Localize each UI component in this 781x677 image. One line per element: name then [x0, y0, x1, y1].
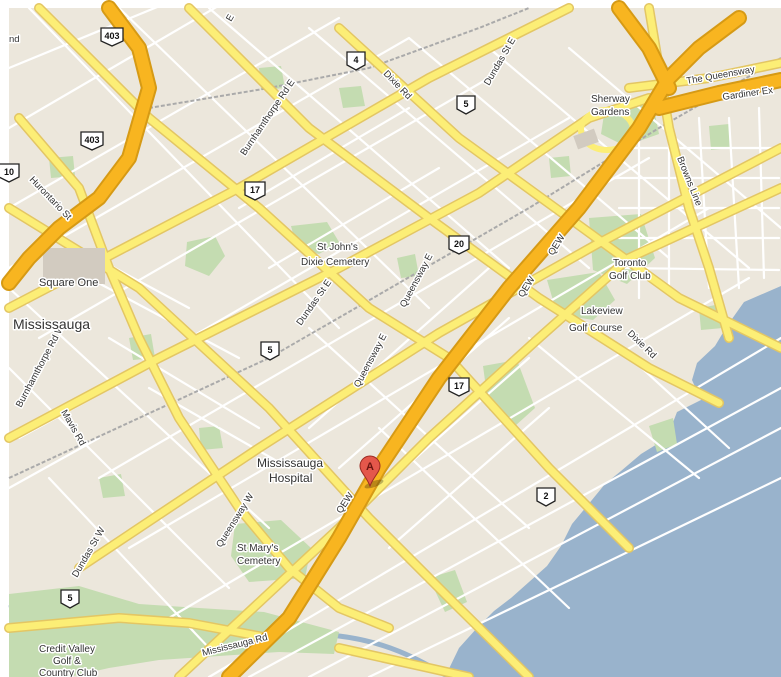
shield-10-partial[interactable]: 10: [0, 163, 20, 183]
place-hospital-1: Mississauga: [257, 456, 323, 470]
shield-17-mid[interactable]: 17: [448, 377, 470, 397]
place-sherway-1: Sherway: [591, 94, 630, 105]
place-toronto-golf-1: Toronto: [613, 258, 647, 269]
shield-4[interactable]: 4: [346, 51, 366, 71]
local-streets: [7, 0, 781, 677]
place-credit-valley-2: Golf &: [53, 656, 81, 667]
place-st-johns-2: Dixie Cemetery: [301, 257, 369, 268]
shield-5-top-label: 5: [463, 99, 468, 109]
place-labels: Mississauga Square One St John's Dixie C…: [12, 93, 653, 677]
place-credit-valley-1: Credit Valley: [39, 644, 95, 655]
shield-5-bottom[interactable]: 5: [60, 589, 80, 609]
shield-2[interactable]: 2: [536, 487, 556, 507]
marker-letter: A: [366, 461, 374, 473]
place-st-johns-1: St John's: [317, 242, 358, 253]
shield-20[interactable]: 20: [448, 235, 470, 255]
place-hospital-2: Hospital: [269, 471, 312, 485]
road-label-edge-left: nd: [9, 34, 20, 45]
shield-10-label: 10: [4, 167, 14, 177]
place-st-marys-1: St Mary's: [237, 543, 278, 554]
shield-5-bottom-label: 5: [67, 593, 72, 603]
highways: [3, 2, 781, 677]
shield-17-top[interactable]: 17: [244, 181, 266, 201]
place-square-one: Square One: [39, 277, 98, 289]
place-lakeview-2: Golf Course: [569, 323, 623, 334]
shield-5-mid[interactable]: 5: [260, 341, 280, 361]
square-one-building: [43, 248, 105, 284]
shield-4-label: 4: [353, 55, 358, 65]
shield-5-mid-label: 5: [267, 345, 272, 355]
shield-403-mid[interactable]: 403: [80, 131, 104, 151]
place-credit-valley-3: Country Club: [39, 668, 98, 677]
marker-pin-icon: [359, 455, 381, 488]
location-marker-a[interactable]: A: [359, 455, 384, 490]
shield-2-label: 2: [543, 491, 548, 501]
city-label: Mississauga: [13, 316, 90, 332]
place-lakeview-1: Lakeview: [581, 306, 623, 317]
shield-403-top-label: 403: [104, 31, 119, 41]
shield-20-label: 20: [454, 239, 464, 249]
marker-shadow: [364, 479, 384, 489]
shield-5-top[interactable]: 5: [456, 95, 476, 115]
place-sherway-2: Gardens: [591, 107, 629, 118]
lake-ontario: [445, 286, 781, 677]
sherway-mall-building: [573, 128, 599, 150]
shield-403-mid-label: 403: [84, 135, 99, 145]
shield-17-mid-label: 17: [454, 381, 464, 391]
shield-17-top-label: 17: [250, 185, 260, 195]
railways: [8, 7, 781, 479]
shield-403-top[interactable]: 403: [100, 27, 124, 47]
place-st-marys-2: Cemetery: [237, 556, 280, 567]
place-toronto-golf-2: Golf Club: [609, 271, 651, 282]
